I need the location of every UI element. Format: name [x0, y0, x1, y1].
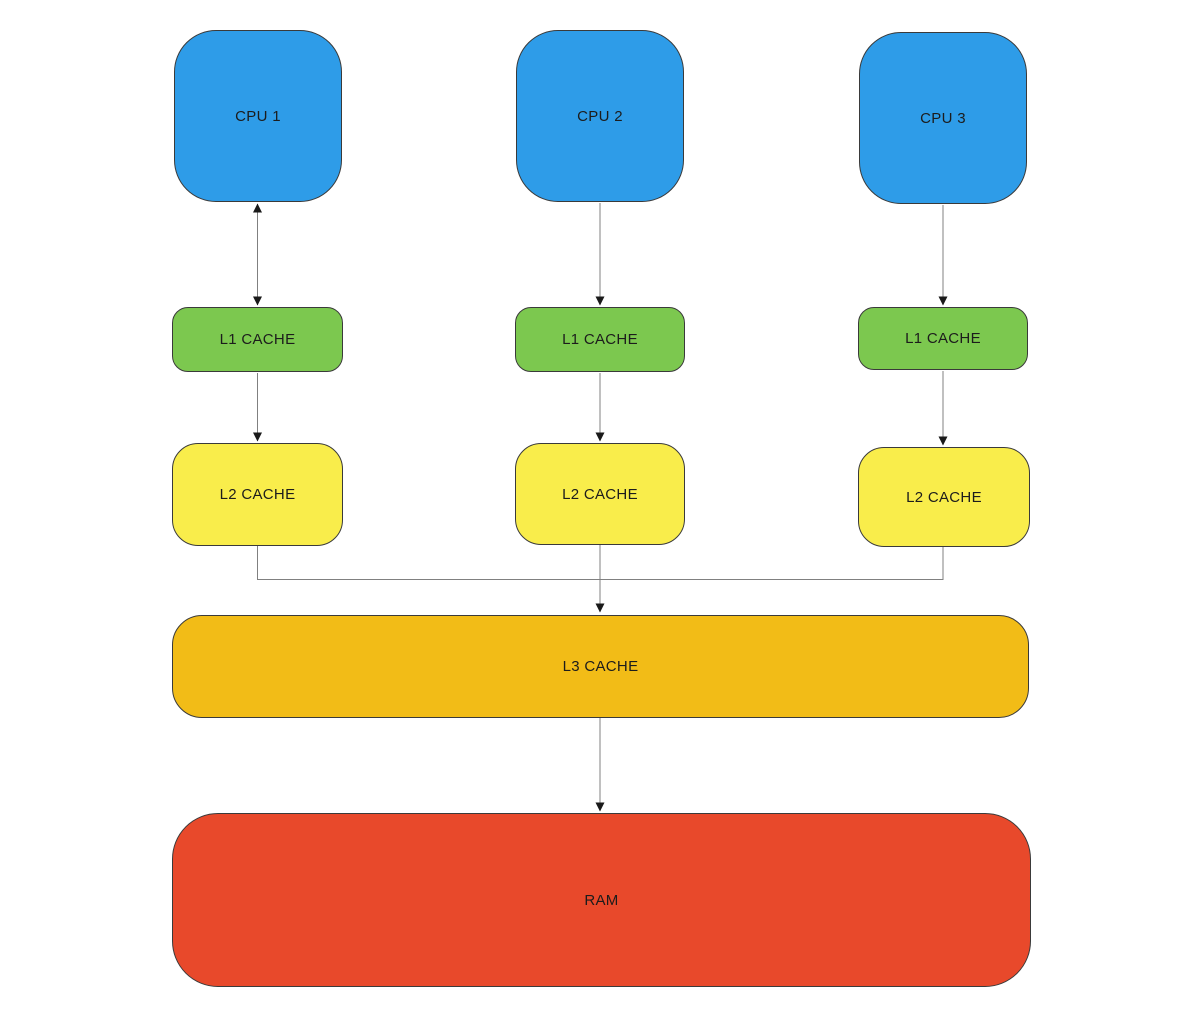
node-cpu-2[interactable]: CPU 2	[516, 30, 684, 202]
node-cpu-3[interactable]: CPU 3	[859, 32, 1027, 204]
node-l1-cache-1-label: L1 CACHE	[219, 331, 296, 348]
node-l2-cache-2[interactable]: L2 CACHE	[515, 443, 685, 545]
node-ram-label: RAM	[584, 891, 619, 909]
node-l3-cache-label: L3 CACHE	[562, 658, 639, 675]
connector-l2-3-elbow	[600, 547, 944, 580]
node-l2-cache-1[interactable]: L2 CACHE	[172, 443, 343, 546]
node-cpu-2-label: CPU 2	[577, 107, 623, 125]
node-l1-cache-2[interactable]: L1 CACHE	[515, 307, 685, 372]
node-l2-cache-3-label: L2 CACHE	[906, 488, 982, 506]
node-l1-cache-3-label: L1 CACHE	[905, 330, 981, 347]
node-cpu-1[interactable]: CPU 1	[174, 30, 342, 202]
connector-l2-1-elbow	[257, 546, 600, 580]
node-cpu-1-label: CPU 1	[235, 107, 281, 125]
node-l2-cache-3[interactable]: L2 CACHE	[858, 447, 1030, 547]
node-l1-cache-3[interactable]: L1 CACHE	[858, 307, 1028, 370]
node-l2-cache-2-label: L2 CACHE	[562, 485, 638, 503]
node-ram[interactable]: RAM	[172, 813, 1031, 987]
node-l1-cache-1[interactable]: L1 CACHE	[172, 307, 343, 372]
node-cpu-3-label: CPU 3	[920, 109, 966, 127]
node-l3-cache[interactable]: L3 CACHE	[172, 615, 1029, 718]
node-l1-cache-2-label: L1 CACHE	[562, 331, 638, 348]
node-l2-cache-1-label: L2 CACHE	[219, 486, 296, 503]
